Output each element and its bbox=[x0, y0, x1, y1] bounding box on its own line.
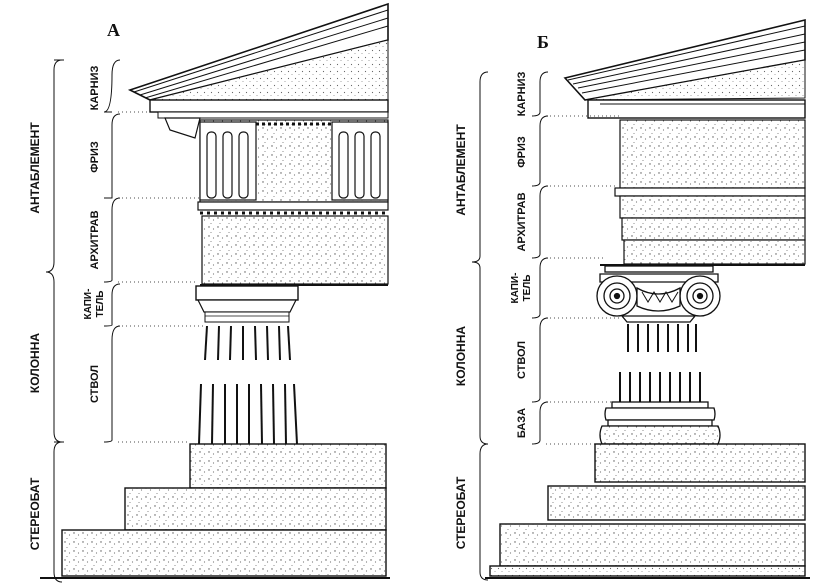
doric-brackets bbox=[45, 59, 205, 583]
panel-b-letter: Б bbox=[537, 32, 549, 52]
doric-stereobate bbox=[40, 443, 390, 579]
doric-capital bbox=[195, 285, 299, 323]
doric-label-entablature: АНТАБЛЕМЕНТ bbox=[28, 122, 42, 214]
ionic-label-entablature: АНТАБЛЕМЕНТ bbox=[454, 124, 468, 216]
doric-label-capital-2: ТЕЛЬ bbox=[95, 291, 106, 318]
ionic-base bbox=[599, 401, 721, 445]
ionic-label-column: КОЛОННА bbox=[454, 326, 468, 386]
ionic-label-capital-2: ТЕЛЬ bbox=[522, 275, 533, 302]
ionic-label-capital-1: КАПИ- bbox=[510, 273, 521, 304]
doric-label-cornice: КАРНИЗ bbox=[89, 66, 101, 111]
ionic-label-stereobate: СТЕРЕОБАТ bbox=[454, 476, 468, 549]
doric-architrave bbox=[197, 201, 389, 286]
ionic-stereobate bbox=[485, 443, 810, 579]
doric-label-capital-1: КАПИ- bbox=[83, 289, 94, 320]
doric-label-architrave: АРХИТРАВ bbox=[89, 210, 101, 269]
ionic-cornice bbox=[563, 18, 806, 119]
doric-panel: А bbox=[28, 2, 390, 583]
ionic-shaft bbox=[619, 324, 701, 402]
ionic-label-cornice: КАРНИЗ bbox=[516, 72, 528, 117]
ionic-capital bbox=[596, 265, 721, 323]
doric-frieze bbox=[199, 119, 389, 203]
ionic-architrave bbox=[600, 187, 806, 266]
doric-label-shaft: СТВОЛ bbox=[89, 365, 101, 403]
doric-cornice bbox=[127, 2, 389, 139]
doric-shaft bbox=[198, 325, 298, 445]
doric-label-column: КОЛОННА bbox=[28, 333, 42, 393]
ionic-label-frieze: ФРИЗ bbox=[516, 136, 528, 168]
ionic-label-shaft: СТВОЛ bbox=[516, 341, 528, 379]
panel-a-letter: А bbox=[107, 20, 120, 40]
ionic-label-base: БАЗА bbox=[516, 408, 528, 438]
ionic-label-architrave: АРХИТРАВ bbox=[516, 192, 528, 251]
doric-label-stereobate: СТЕРЕОБАТ bbox=[28, 477, 42, 550]
ionic-brackets bbox=[471, 71, 622, 581]
ionic-panel: Б bbox=[454, 18, 810, 581]
ionic-frieze bbox=[619, 119, 806, 189]
doric-label-frieze: ФРИЗ bbox=[89, 141, 101, 173]
